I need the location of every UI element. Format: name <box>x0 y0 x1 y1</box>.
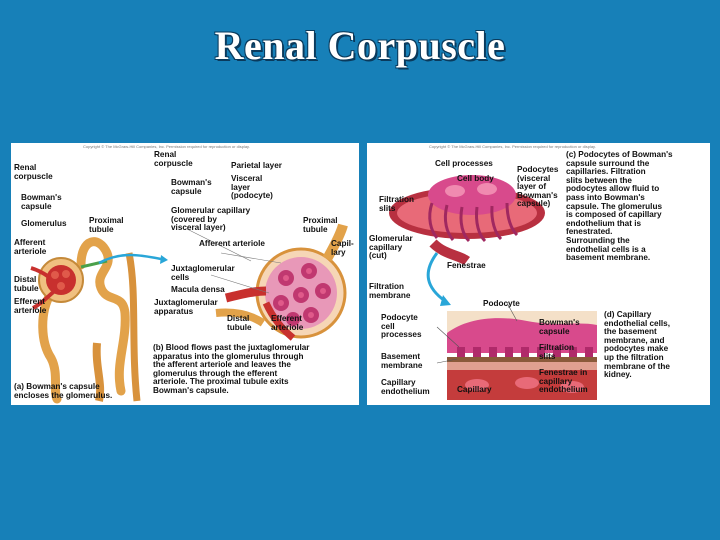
zoom-arrow-right <box>426 252 446 303</box>
label-capillary: Capillary <box>457 385 492 394</box>
label-macula-densa: Macula densa <box>171 285 225 294</box>
proximal-tubule-detail <box>322 223 348 262</box>
label-podocyte: Podocyte <box>483 299 520 308</box>
label-cell-body: Cell body <box>457 174 494 183</box>
label-glomerulus: Glomerulus <box>21 219 67 228</box>
label-renal-corpuscle-a: Renal corpuscle <box>14 163 53 181</box>
label-fenestrae: Fenestrae <box>447 261 486 270</box>
label-renal-corpuscle-b: Renal corpuscle <box>154 150 193 168</box>
figure-panel-right: Copyright © The McGraw-Hill Companies, I… <box>367 143 710 405</box>
efferent-arteriole-detail <box>262 301 296 341</box>
label-distal-tubule-b: Distal tubule <box>227 314 252 332</box>
zoom-arrow <box>98 253 162 265</box>
capillary-endothelium-drawing <box>447 362 597 370</box>
label-parietal-layer: Parietal layer <box>231 161 282 170</box>
efferent-arteriole-drawing <box>32 289 57 310</box>
label-juxtaglomerular-apparatus: Juxtaglomerular apparatus <box>154 298 218 316</box>
label-filtration-slits-c: Filtration slits <box>379 195 415 213</box>
label-juxtaglomerular-cells: Juxtaglomerular cells <box>171 264 235 282</box>
copyright-notice-right: Copyright © The McGraw-Hill Companies, I… <box>429 144 596 149</box>
label-capillary-endothelium: Capillary endothelium <box>381 378 430 396</box>
label-afferent-arteriole-a: Afferent arteriole <box>14 238 47 256</box>
label-filtration-slits-d: Filtration slits <box>539 343 575 361</box>
label-cell-processes: Cell processes <box>435 159 493 168</box>
label-capillary-b: Capil- lary <box>331 239 354 257</box>
slide-title: Renal Corpuscle <box>214 23 506 68</box>
collecting-tubule-drawing <box>125 252 141 402</box>
loop-tubule-drawing <box>92 342 105 402</box>
caption-d: (d) Capillary endothelial cells, the bas… <box>604 310 670 380</box>
label-filtration-membrane: Filtration membrane <box>369 282 411 300</box>
label-proximal-tubule-b: Proximal tubule <box>303 216 338 234</box>
afferent-arteriole-drawing <box>30 266 51 279</box>
label-afferent-arteriole-b: Afferent arteriole <box>199 239 265 248</box>
caption-b: (b) Blood flows past the juxtaglomerular… <box>153 343 310 395</box>
label-efferent-arteriole-a: Efferent arteriole <box>14 297 47 315</box>
label-fenestrae-capillary-endothelium: Fenestrae in capillary endothelium <box>539 368 588 395</box>
label-basement-membrane: Basement membrane <box>381 352 423 370</box>
caption-c: (c) Podocytes of Bowman's capsule surrou… <box>566 150 673 263</box>
label-podocytes-visceral: Podocytes (visceral layer of Bowman's ca… <box>517 165 559 209</box>
label-proximal-tubule-a: Proximal tubule <box>89 216 124 234</box>
label-visceral-layer: Visceral layer (podocyte) <box>231 174 273 201</box>
podocyte-layer-drawing <box>447 318 597 353</box>
label-bowmans-capsule-b: Bowman's capsule <box>171 178 212 196</box>
proximal-tubule-drawing <box>76 237 130 396</box>
figure-panel-left: Copyright © The McGraw-Hill Companies, I… <box>11 143 359 405</box>
podocyte-illustration <box>389 175 597 400</box>
copyright-notice: Copyright © The McGraw-Hill Companies, I… <box>83 144 250 149</box>
label-glomerular-capillary-cut: Glomerular capillary (cut) <box>369 234 413 261</box>
label-glomerular-capillary: Glomerular capillary (covered by viscera… <box>171 206 251 233</box>
distal-tubule-drawing <box>38 288 62 404</box>
label-efferent-arteriole-b: Efferent arteriole <box>271 314 304 332</box>
caption-a: (a) Bowman's capsule encloses the glomer… <box>14 382 113 400</box>
distal-tubule-detail <box>215 308 266 327</box>
label-bowmans-capsule-a: Bowman's capsule <box>21 193 62 211</box>
kidney-illustration <box>30 223 348 404</box>
basement-membrane-drawing <box>447 357 597 362</box>
label-podocyte-cell-processes: Podocyte cell processes <box>381 313 422 340</box>
glomerulus-drawing <box>46 265 76 295</box>
label-bowmans-capsule-d: Bowman's capsule <box>539 318 580 336</box>
label-distal-tubule-a: Distal tubule <box>14 275 39 293</box>
